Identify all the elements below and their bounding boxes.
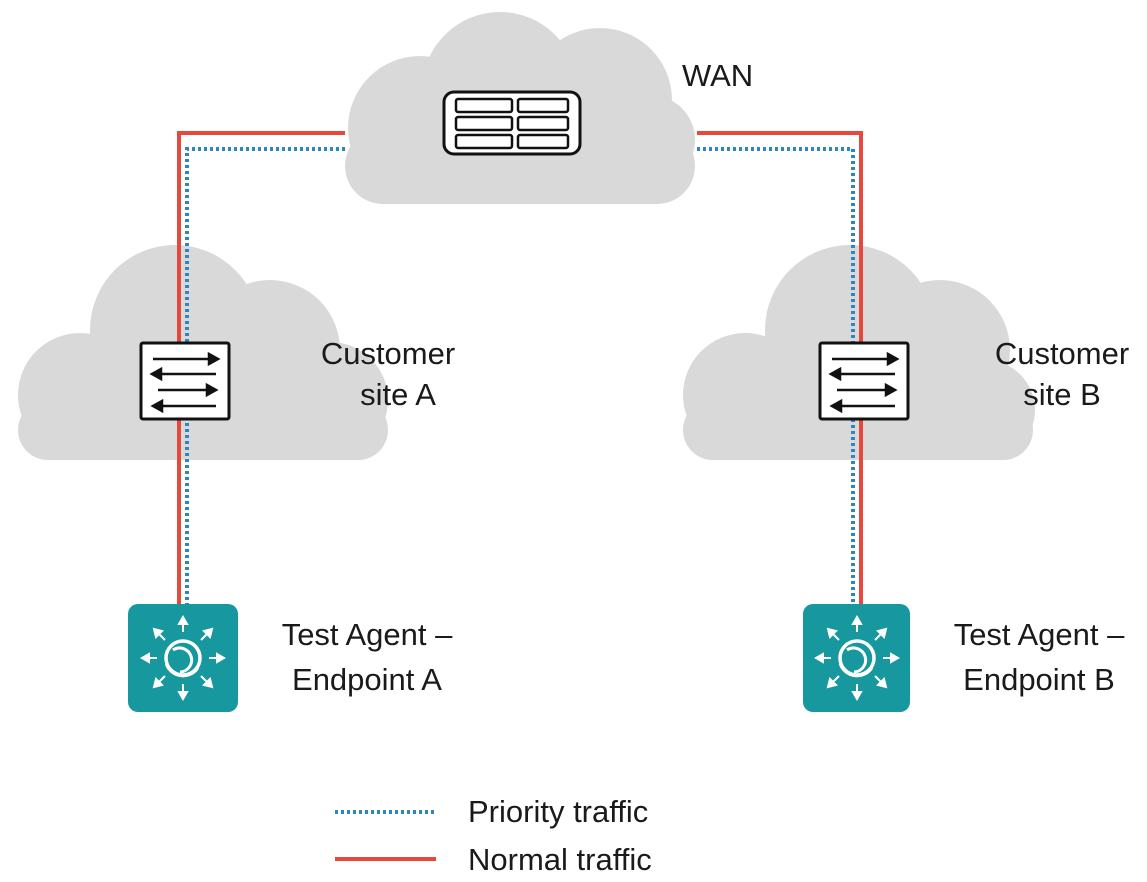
switch-a-arrows-icon: [139, 341, 231, 421]
agent-a-label-line2: Endpoint A: [292, 662, 442, 697]
priority-traffic-path-b: [697, 147, 855, 608]
normal-traffic-path-b: [697, 131, 863, 608]
router-rack-icon: [442, 90, 582, 156]
priority-traffic-path-a: [185, 147, 345, 608]
test-agent-a-icon: [128, 604, 238, 712]
switch-b-arrows-icon: [818, 341, 910, 421]
site-a-cloud: [18, 245, 388, 460]
agent-b-label-line2: Endpoint B: [963, 662, 1115, 697]
legend-normal-label: Normal traffic: [468, 842, 652, 877]
legend: Priority traffic Normal traffic: [335, 794, 652, 877]
test-agent-b-icon: [803, 604, 910, 712]
site-b-cloud: [683, 245, 1035, 460]
agent-a-label-line1: Test Agent –: [282, 617, 453, 652]
wan-label: WAN: [682, 58, 753, 93]
site-b-label-line1: Customer: [995, 336, 1129, 371]
legend-priority-label: Priority traffic: [468, 794, 648, 829]
site-a-label-line2: site A: [360, 377, 436, 412]
normal-traffic-path-a: [177, 131, 345, 608]
site-b-label-line2: site B: [1023, 377, 1101, 412]
site-a-label-line1: Customer: [321, 336, 455, 371]
agent-b-label-line1: Test Agent –: [954, 617, 1125, 652]
